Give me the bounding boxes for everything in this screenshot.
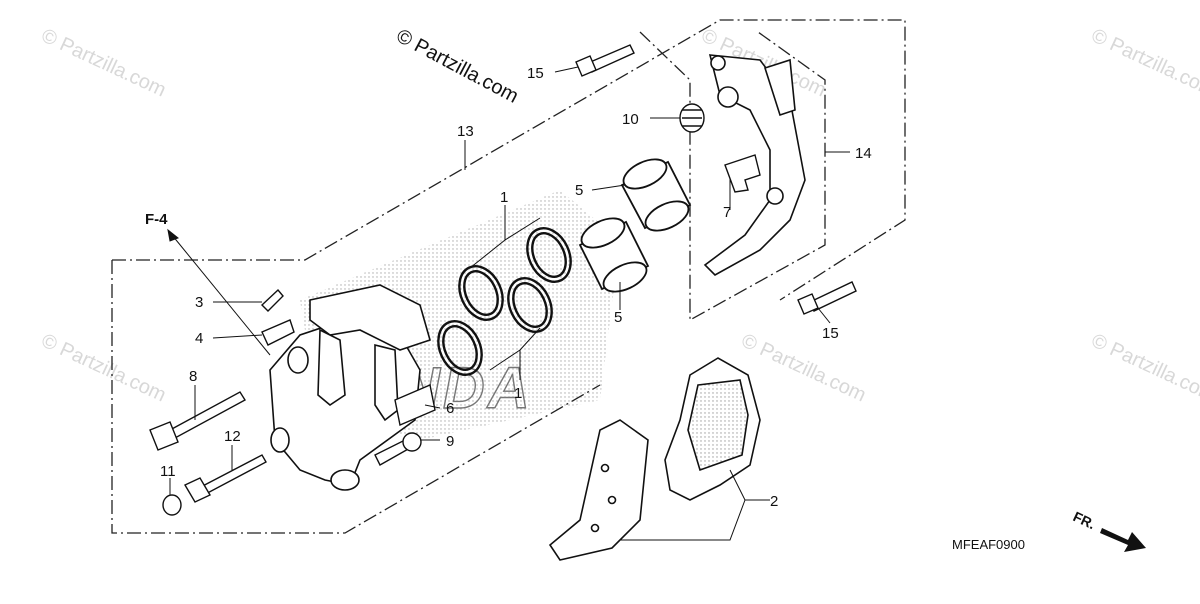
caliper-bracket (703, 54, 806, 276)
front-direction-label: FR. (1071, 508, 1098, 532)
watermark-text: © Partzilla.com (1088, 330, 1200, 407)
assembly-14-frame (639, 31, 826, 322)
callout-2: 2 (770, 493, 778, 510)
caliper-body (269, 284, 431, 491)
callout-6: 6 (446, 400, 454, 417)
callout-11: 11 (160, 463, 176, 480)
small-hardware (260, 288, 436, 466)
assembly-13-frame-top (112, 19, 906, 301)
callout-12: 12 (224, 428, 241, 445)
brake-pads (548, 357, 761, 561)
callout-8: 8 (189, 368, 197, 385)
slide-pins (149, 391, 267, 516)
watermark-text: © Partzilla.com (38, 330, 169, 407)
watermark-text: © Partzilla.com (38, 25, 169, 102)
pistons (578, 158, 692, 293)
watermark-text: © Partzilla.com (738, 330, 869, 407)
callout-13: 13 (457, 123, 474, 140)
watermark-text: © Partzilla.com (1088, 25, 1200, 102)
pad-retainer-clip (724, 154, 761, 193)
figure-code: MFEAF0900 (952, 537, 1025, 552)
reference-label: F-4 (145, 211, 168, 228)
front-direction-indicator: FR. (1071, 508, 1146, 552)
callout-1-lower: 1 (514, 385, 522, 402)
callout-5-upper: 5 (575, 182, 583, 199)
callout-5-lower: 5 (614, 309, 622, 326)
assembly-13-frame (111, 260, 601, 534)
piston-seals (437, 227, 572, 376)
callout-10: 10 (622, 111, 639, 128)
front-arrow-icon (1100, 528, 1146, 552)
bleeder-cap (679, 103, 705, 133)
copyright-watermark: © Partzilla.com (393, 25, 522, 108)
callout-7: 7 (723, 204, 731, 221)
callout-15-upper: 15 (527, 65, 544, 82)
callout-1-upper: 1 (500, 189, 508, 206)
callout-9: 9 (446, 433, 454, 450)
callout-14: 14 (855, 145, 872, 162)
mounting-bolts (575, 44, 857, 315)
callout-15-lower: 15 (822, 325, 839, 342)
leader-lines (167, 66, 850, 541)
callout-3: 3 (195, 294, 203, 311)
callout-4: 4 (195, 330, 203, 347)
